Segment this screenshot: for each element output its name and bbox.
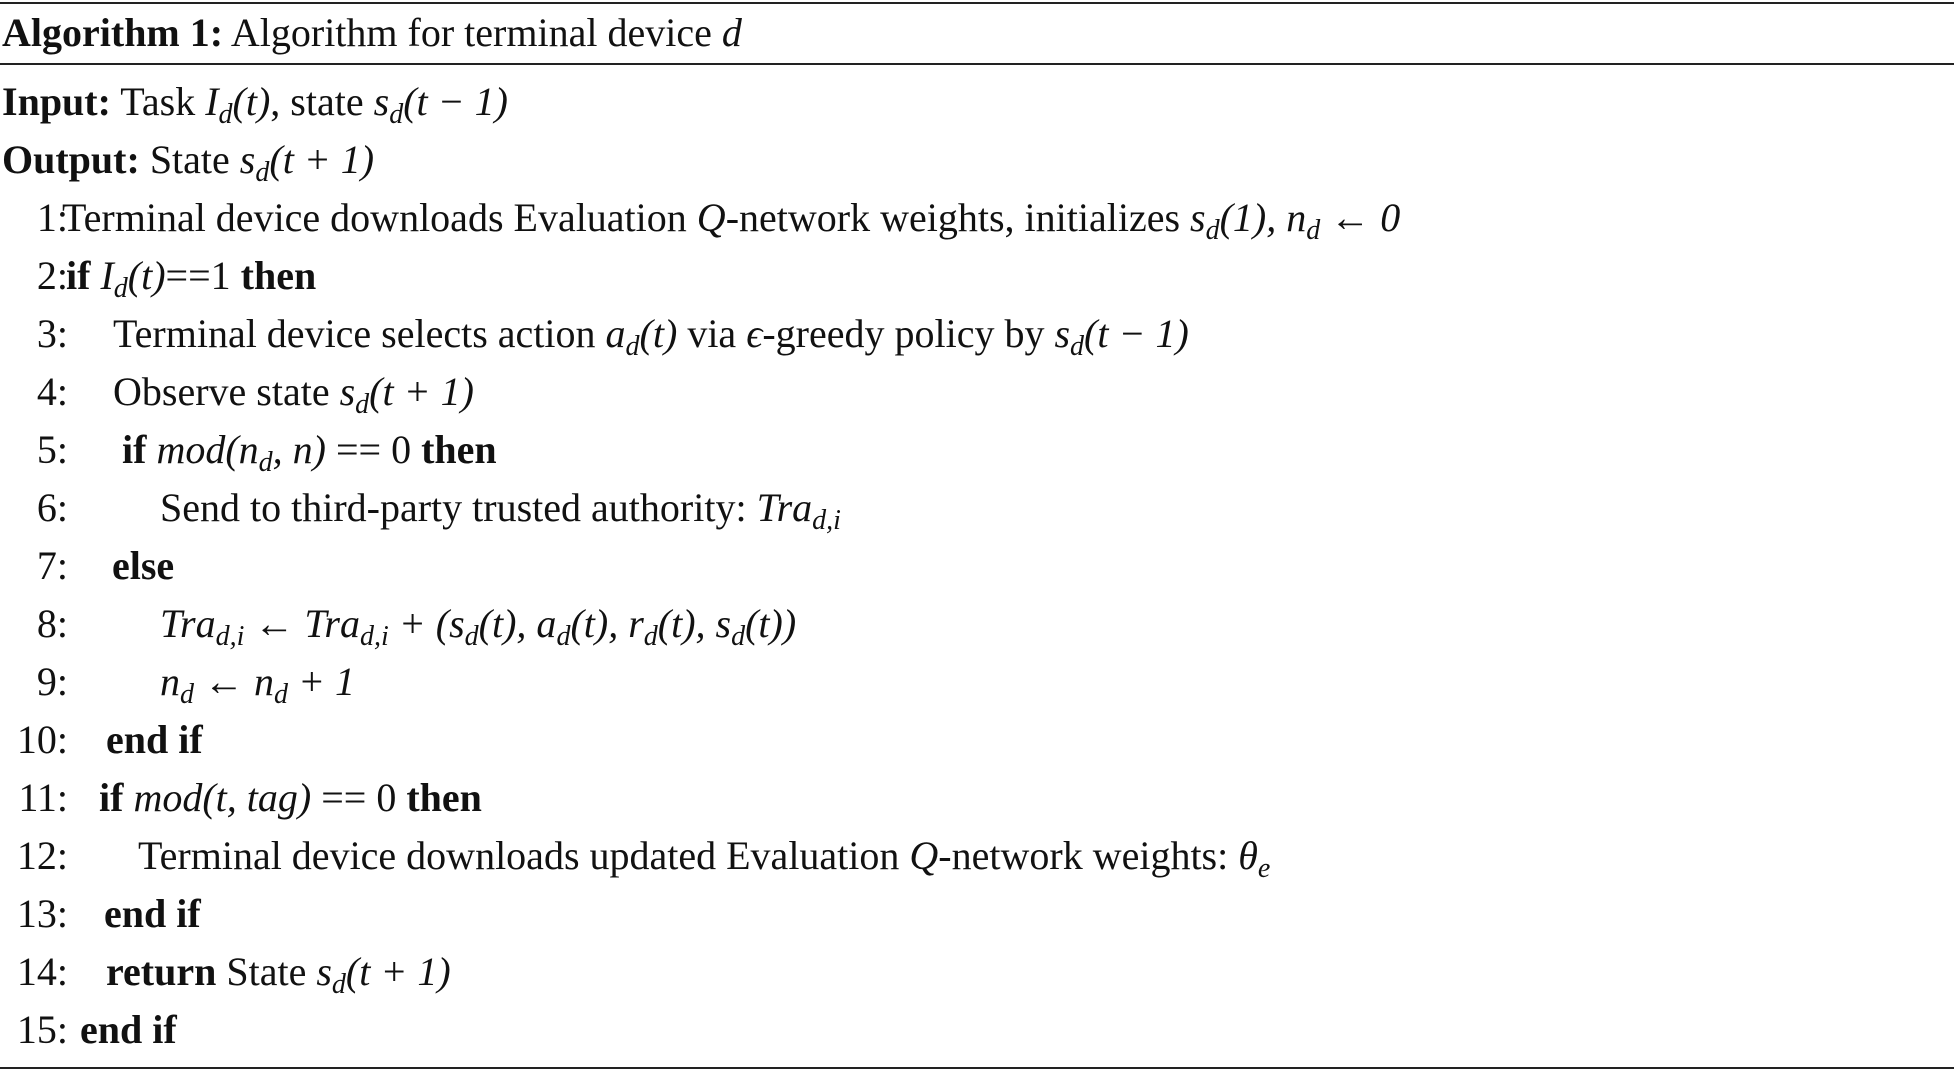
math-expr: sd(t − 1) [373,79,508,130]
step-text: -network weights, initializes [725,195,1181,240]
keyword-end-if: end if [106,717,203,762]
keyword-then: then [406,775,482,820]
step-number: 7: [36,543,68,588]
caption-var: d [721,10,742,55]
step-12: Terminal device downloads updated Evalua… [138,833,1271,884]
step-13: end if [104,887,201,941]
step-number: 4: [36,369,68,414]
math-expr: Id(t) [205,79,271,130]
input-label: Input: [2,79,111,124]
step-number: 2: [36,253,68,298]
step-5: if mod(nd, n) == 0 then [122,427,497,478]
step-3: Terminal device selects action ad(t) via… [113,311,1189,362]
step-text: Observe state [113,369,330,414]
step-number: 15: [16,1007,68,1052]
step-number: 6: [36,485,68,530]
output-line: Output: State sd(t + 1) [2,133,374,187]
step-number: 3: [36,311,68,356]
step-8: Trad,i ← Trad,i + (sd(t), ad(t), rd(t), … [160,601,797,652]
step-6: Send to third-party trusted authority: T… [160,485,841,536]
bottom-rule [0,1067,1954,1069]
step-1: Terminal device downloads Evaluation Q-n… [62,195,1401,246]
keyword-else: else [112,543,175,588]
keyword-if: if [66,253,91,298]
keyword-return: return [106,949,217,994]
step-number: 13: [16,891,68,936]
step-14: return State sd(t + 1) [106,949,451,1000]
math-expr: sd(t + 1) [239,137,375,188]
step-text: Send to third-party trusted authority: [160,485,747,530]
caption-text: Algorithm for terminal device [230,10,712,55]
step-7: else [112,539,174,593]
keyword-then: then [240,253,317,298]
step-number: 5: [36,427,68,472]
keyword-end-if: end if [80,1007,177,1052]
input-text-state: state [290,79,364,124]
step-number: 10: [16,717,68,762]
top-rule [0,2,1954,4]
step-number: 12: [16,833,68,878]
step-4: Observe state sd(t + 1) [113,369,474,420]
keyword-if: if [99,775,124,820]
step-2: if Id(t)==1 then [66,253,317,304]
step-10: end if [106,713,203,767]
step-11: if mod(t, tag) == 0 then [99,775,482,820]
step-text: Terminal device selects action [113,311,596,356]
step-text: Terminal device downloads Evaluation [62,195,687,240]
step-number: 1: [36,195,68,240]
step-15: end if [80,1003,177,1057]
caption-label: Algorithm 1: [2,10,224,55]
keyword-if: if [122,427,147,472]
step-text: Terminal device downloads updated Evalua… [138,833,900,878]
step-text: -greedy policy by [762,311,1045,356]
step-text: via [687,311,737,356]
keyword-then: then [421,427,497,472]
input-line: Input: Task Id(t), state sd(t − 1) [2,79,508,130]
step-number: 8: [36,601,68,646]
step-text: -network weights: [938,833,1229,878]
step-number: 11: [18,775,68,820]
step-text: State [226,949,307,994]
output-label: Output: [2,137,140,182]
keyword-end-if: end if [104,891,201,936]
step-number: 14: [16,949,68,994]
algorithm-caption: Algorithm 1: Algorithm for terminal devi… [2,6,742,60]
step-9: nd ← nd + 1 [160,659,355,710]
step-number: 9: [36,659,68,704]
input-text: Task [120,79,196,124]
output-text: State [149,137,230,182]
header-rule [0,63,1954,65]
